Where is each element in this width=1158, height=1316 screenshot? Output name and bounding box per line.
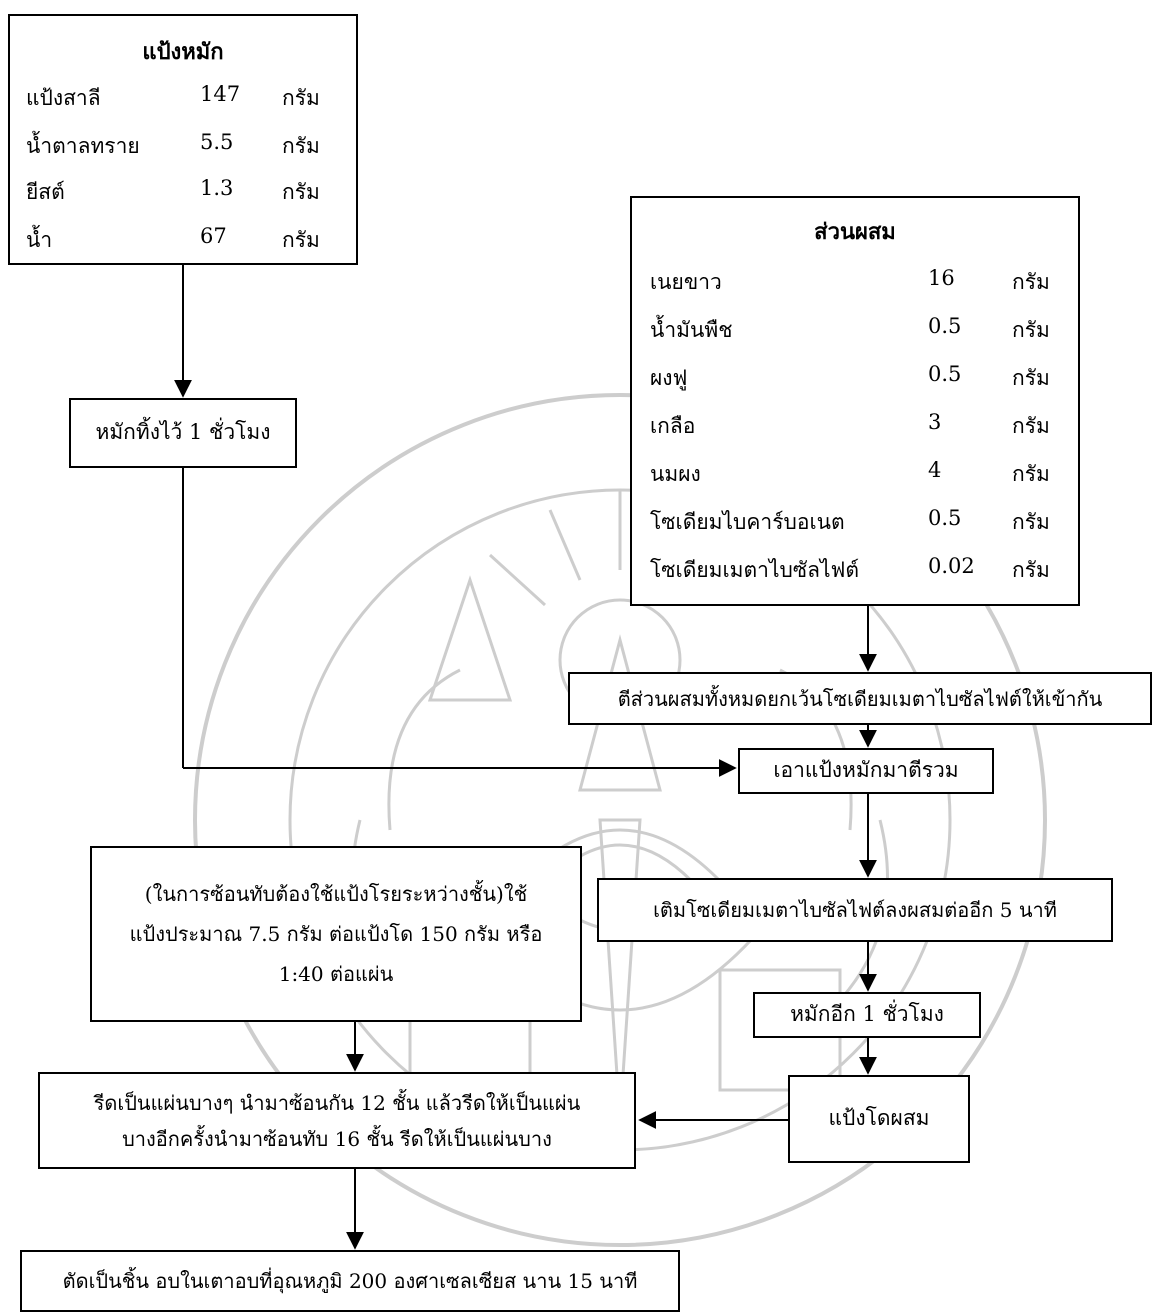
ingredient-name: น้ำ [26,228,53,252]
ingredient-amount: 67 [200,224,227,248]
ingredient-amount: 1.3 [200,176,234,200]
ingredient-unit: กรัม [282,228,320,252]
ingredient-name: ยีสต์ [26,180,65,204]
roll-line: บางอีกครั้งนำมาซ้อนทับ 16 ชั้น รีดให้เป็… [122,1126,552,1151]
step-text: เติมโซเดียมเมตาไบซัลไฟต์ลงผสมต่ออีก 5 นา… [653,898,1057,922]
dough-row: แป้งสาลี 147 กรัม [10,82,356,112]
ingredient-amount: 5.5 [200,130,234,154]
step-beat-mixture: ตีส่วนผสมทั้งหมดยกเว้นโซเดียมเมตาไบซัลไฟ… [568,672,1152,725]
step-text: ตีส่วนผสมทั้งหมดยกเว้นโซเดียมเมตาไบซัลไฟ… [617,686,1103,711]
ingredient-name: นมผง [650,462,701,486]
mixture-row: เนยขาว 16 กรัม [632,266,1078,296]
mixture-row: น้ำมันพืช 0.5 กรัม [632,314,1078,344]
ingredient-amount: 0.5 [928,362,962,386]
ingredient-unit: กรัม [1012,510,1050,534]
ingredient-name: น้ำตาลทราย [26,134,140,158]
mixture-row: โซเดียมไบคาร์บอเนต 0.5 กรัม [632,506,1078,536]
note-line: แป้งประมาณ 7.5 กรัม ต่อแป้งโด 150 กรัม ห… [129,922,543,946]
note-line: 1:40 ต่อแผ่น [278,962,394,986]
dough-row: น้ำ 67 กรัม [10,224,356,254]
ingredient-unit: กรัม [282,180,320,204]
note-dusting-flour: (ในการซ้อนทับต้องใช้แป้งโรยระหว่างชั้น)ใ… [90,846,582,1022]
step-mixed-dough: แป้งโดผสม [788,1075,970,1163]
step-text: หมักอีก 1 ชั่วโมง [790,1002,944,1027]
mixture-row: ผงฟู 0.5 กรัม [632,362,1078,392]
ingredient-name: แป้งสาลี [26,86,101,110]
ingredient-amount: 147 [200,82,241,106]
step-cut-and-bake: ตัดเป็นชิ้น อบในเตาอบที่อุณหภูมิ 200 องศ… [20,1250,680,1312]
step-text: ตัดเป็นชิ้น อบในเตาอบที่อุณหภูมิ 200 องศ… [62,1269,638,1293]
ingredient-unit: กรัม [1012,318,1050,342]
ingredient-amount: 16 [928,266,955,290]
dough-title: แป้งหมัก [142,39,224,65]
ingredient-amount: 0.5 [928,314,962,338]
step-ferment-1h: หมักทิ้งไว้ 1 ชั่วโมง [69,398,297,468]
ingredient-unit: กรัม [1012,366,1050,390]
ingredient-name: โซเดียมเมตาไบซัลไฟต์ [650,558,860,582]
ingredient-name: เกลือ [650,414,696,438]
mixture-ingredients-box: ส่วนผสม เนยขาว 16 กรัม น้ำมันพืช 0.5 กรั… [630,196,1080,606]
ingredient-unit: กรัม [282,134,320,158]
step-add-metabisulfite: เติมโซเดียมเมตาไบซัลไฟต์ลงผสมต่ออีก 5 นา… [597,878,1113,942]
ingredient-unit: กรัม [1012,558,1050,582]
ingredient-name: น้ำมันพืช [650,318,733,342]
ingredient-amount: 0.5 [928,506,962,530]
step-ferment-again: หมักอีก 1 ชั่วโมง [753,992,981,1038]
dough-ingredients-box: แป้งหมัก แป้งสาลี 147 กรัม น้ำตาลทราย 5.… [8,14,358,265]
ingredient-amount: 3 [928,410,942,434]
ingredient-unit: กรัม [1012,270,1050,294]
roll-line: รีดเป็นแผ่นบางๆ นำมาซ้อนกัน 12 ชั้น แล้ว… [93,1090,581,1115]
ingredient-amount: 4 [928,458,942,482]
ingredient-name: เนยขาว [650,270,722,294]
mixture-row: โซเดียมเมตาไบซัลไฟต์ 0.02 กรัม [632,554,1078,584]
mixture-title: ส่วนผสม [814,219,896,245]
ingredient-name: ผงฟู [650,366,688,390]
step-text: แป้งโดผสม [828,1106,930,1131]
dough-row: ยีสต์ 1.3 กรัม [10,176,356,206]
note-line: (ในการซ้อนทับต้องใช้แป้งโรยระหว่างชั้น)ใ… [144,882,528,906]
step-roll-and-stack: รีดเป็นแผ่นบางๆ นำมาซ้อนกัน 12 ชั้น แล้ว… [38,1072,636,1169]
ingredient-unit: กรัม [1012,462,1050,486]
mixture-row: นมผง 4 กรัม [632,458,1078,488]
step-combine-dough: เอาแป้งหมักมาตีรวม [738,748,994,794]
step-text: หมักทิ้งไว้ 1 ชั่วโมง [95,420,271,445]
ingredient-name: โซเดียมไบคาร์บอเนต [650,510,845,534]
ingredient-amount: 0.02 [928,554,975,578]
ingredient-unit: กรัม [282,86,320,110]
ingredient-unit: กรัม [1012,414,1050,438]
dough-row: น้ำตาลทราย 5.5 กรัม [10,130,356,160]
mixture-row: เกลือ 3 กรัม [632,410,1078,440]
step-text: เอาแป้งหมักมาตีรวม [773,758,959,783]
